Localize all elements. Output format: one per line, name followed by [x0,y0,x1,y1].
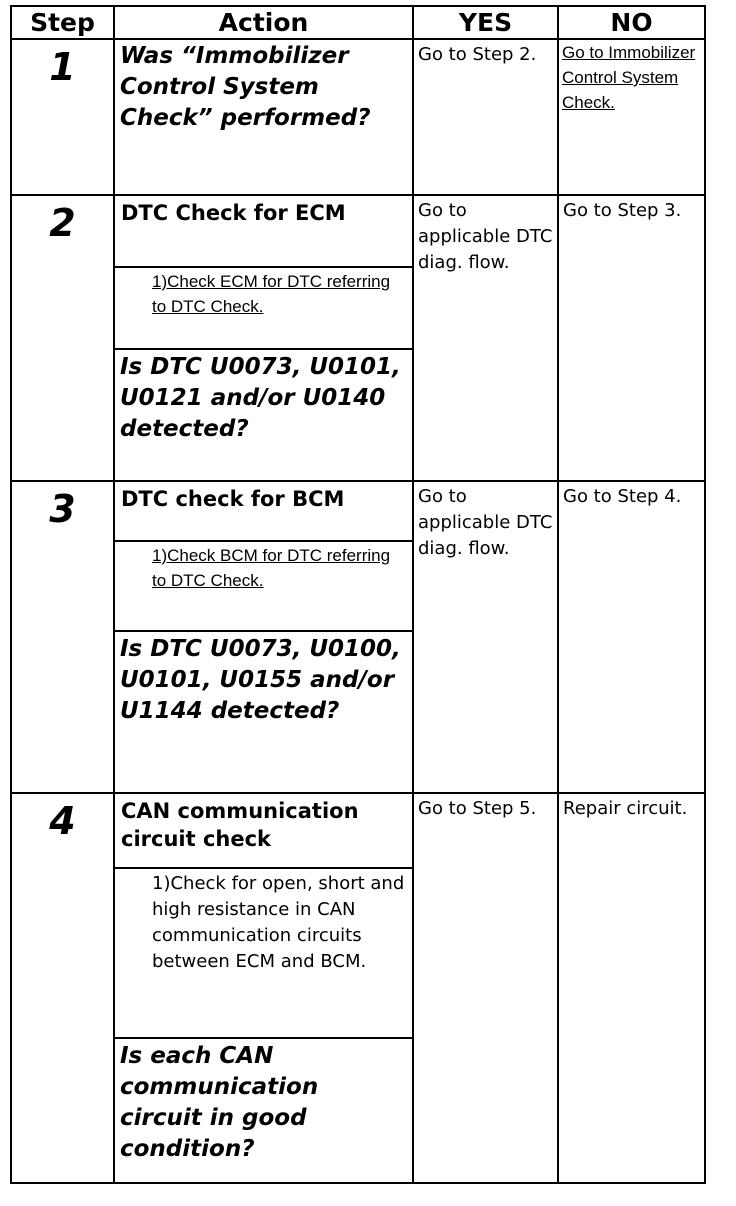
yes-answer: Go to applicable DTC diag. flow. [418,486,553,559]
step-number: 2 [49,201,76,245]
step-number: 1 [49,45,76,89]
header-yes: YES [412,5,559,40]
step-question: Was “Immobilizer Control System Check” p… [120,43,371,131]
step-title: DTC Check for ECM [115,196,412,268]
no-answer: Go to Step 4. [563,486,682,507]
step-question: Is DTC U0073, U0101, U0121 and/or U0140 … [120,354,401,442]
yes-answer: Go to Step 5. [418,798,537,819]
header-step: Step [10,5,115,40]
step-row-4: 4 CAN communication circuit check 1)Chec… [10,792,706,1184]
step-instruction-link[interactable]: 1)Check ECM for DTC referring to DTC Che… [115,268,412,350]
diagnostic-table: Step Action YES NO 1 Was “Immobilizer Co… [10,5,706,1184]
step-number: 4 [49,799,76,843]
step-row-1: 1 Was “Immobilizer Control System Check”… [10,38,706,196]
no-answer-link[interactable]: Go to Immobilizer Control System Check. [562,43,696,112]
step-title: DTC check for BCM [115,482,412,542]
step-number: 3 [49,487,76,531]
yes-answer: Go to Step 2. [418,44,537,65]
header-row: Step Action YES NO [10,5,706,40]
header-action: Action [113,5,414,40]
yes-answer: Go to applicable DTC diag. flow. [418,200,553,273]
no-answer: Go to Step 3. [563,200,682,221]
step-row-3: 3 DTC check for BCM 1)Check BCM for DTC … [10,480,706,794]
header-no: NO [557,5,706,40]
step-instruction: 1)Check for open, short and high resista… [115,869,412,1039]
step-row-2: 2 DTC Check for ECM 1)Check ECM for DTC … [10,194,706,482]
step-instruction-link[interactable]: 1)Check BCM for DTC referring to DTC Che… [115,542,412,632]
step-question: Is each CAN communication circuit in goo… [120,1043,319,1162]
step-title: CAN communication circuit check [115,794,412,869]
no-answer: Repair circuit. [563,798,688,819]
step-question: Is DTC U0073, U0100, U0101, U0155 and/or… [120,636,401,724]
